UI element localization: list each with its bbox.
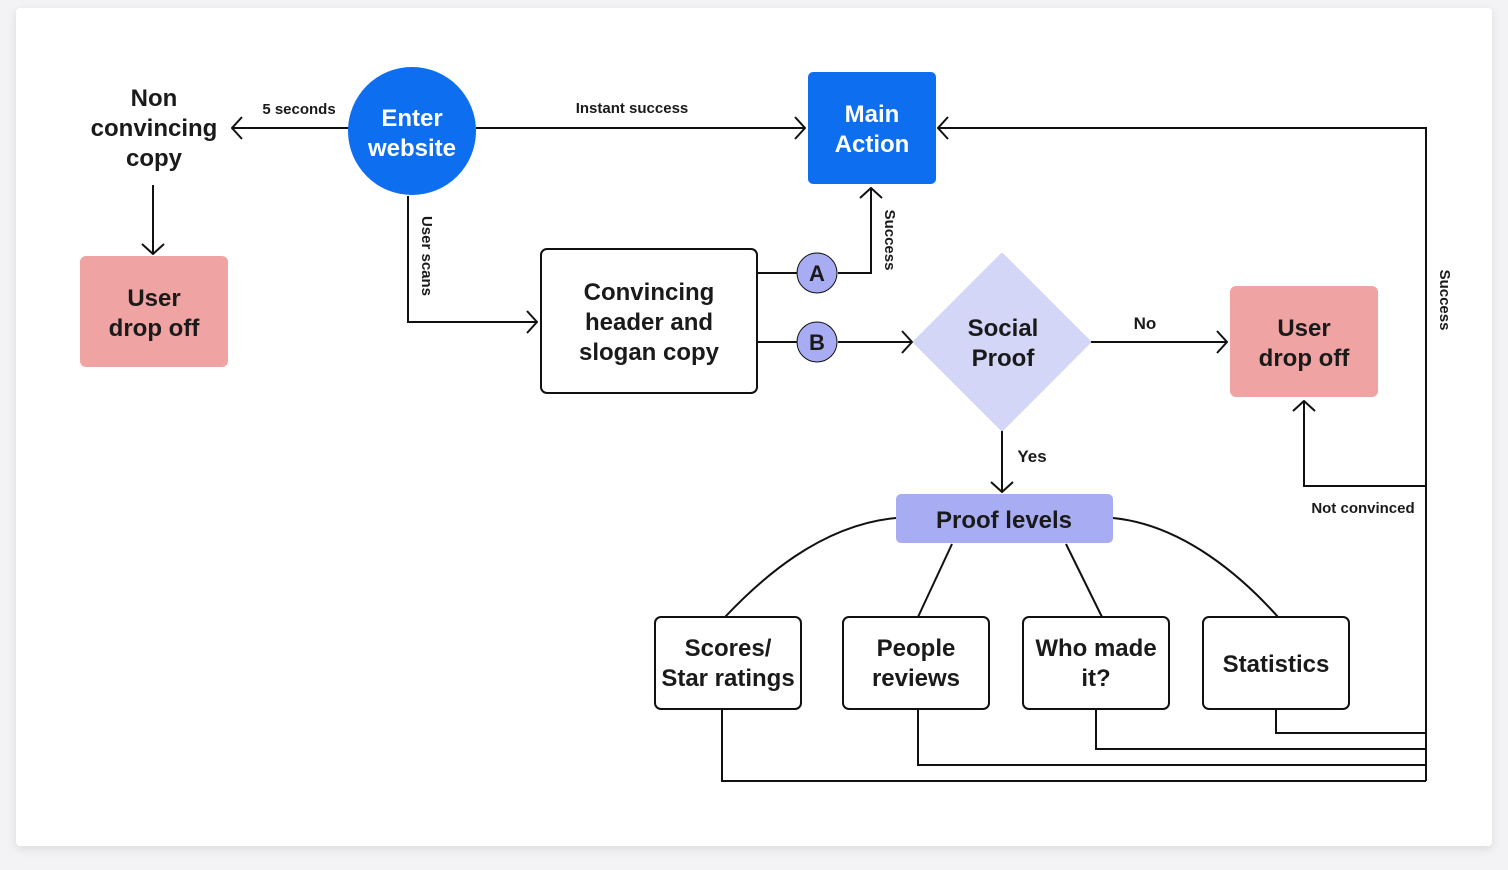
edge-proof-to-who bbox=[1065, 543, 1103, 618]
node-main-action-line-2: Action bbox=[835, 131, 910, 158]
node-main-action-line-1: Main bbox=[845, 101, 900, 128]
edge-who-return bbox=[1095, 709, 1426, 750]
node-user-drop-off-right-line-2: drop off bbox=[1259, 345, 1351, 372]
node-scores: Scores/ Star ratings bbox=[654, 616, 802, 710]
node-scores-box bbox=[654, 616, 802, 710]
marker-b-circle bbox=[796, 321, 838, 363]
node-social-proof-line-2: Proof bbox=[972, 345, 1036, 372]
node-convincing-header-box bbox=[540, 248, 758, 394]
edge-success-right bbox=[938, 128, 1427, 781]
node-non-convincing-line-2: convincing bbox=[91, 115, 218, 142]
label-yes: Yes bbox=[1017, 447, 1046, 466]
edge-proof-to-people bbox=[917, 543, 953, 618]
label-no: No bbox=[1134, 314, 1157, 333]
node-non-convincing-line-3: copy bbox=[126, 145, 183, 172]
node-scores-line-2: Star ratings bbox=[661, 665, 794, 692]
label-success-a: Success bbox=[881, 210, 898, 271]
node-user-drop-off-left: User drop off bbox=[80, 256, 228, 367]
node-proof-levels: Proof levels bbox=[896, 494, 1113, 543]
marker-a: A bbox=[796, 252, 838, 294]
node-user-drop-off-right-line-1: User bbox=[1277, 315, 1330, 342]
node-proof-levels-box bbox=[896, 494, 1113, 543]
edge-people-return bbox=[917, 709, 1426, 766]
label-instant-success: Instant success bbox=[576, 100, 689, 117]
edge-proof-to-scores bbox=[724, 517, 897, 618]
node-convincing-header-line-3: slogan copy bbox=[579, 339, 720, 366]
node-non-convincing-line-1: Non bbox=[131, 85, 178, 112]
node-who-made-it: Who made it? bbox=[1022, 616, 1170, 710]
node-enter-website: Enter website bbox=[348, 67, 476, 195]
node-user-drop-off-left-line-1: User bbox=[127, 285, 180, 312]
node-convincing-header-line-2: header and bbox=[585, 309, 713, 336]
node-non-convincing-copy: Non convincing copy bbox=[91, 85, 218, 172]
label-success-right: Success bbox=[1436, 270, 1453, 331]
label-user-scans: User scans bbox=[418, 216, 435, 296]
edge-success-a bbox=[838, 188, 871, 274]
node-statistics-box bbox=[1202, 616, 1350, 710]
node-statistics-label: Statistics bbox=[1223, 651, 1330, 678]
node-enter-website-line-1: Enter bbox=[381, 105, 442, 132]
node-who-made-it-box bbox=[1022, 616, 1170, 710]
node-user-drop-off-left-line-2: drop off bbox=[109, 315, 201, 342]
node-who-made-it-line-2: it? bbox=[1081, 665, 1110, 692]
node-who-made-it-line-1: Who made bbox=[1035, 635, 1156, 662]
node-social-proof: Social Proof bbox=[913, 253, 1091, 431]
node-main-action: Main Action bbox=[808, 72, 936, 184]
node-social-proof-diamond bbox=[913, 253, 1091, 431]
edge-user-scans bbox=[407, 196, 537, 322]
node-proof-levels-label: Proof levels bbox=[936, 507, 1072, 534]
node-main-action-box bbox=[808, 72, 936, 184]
label-5-seconds: 5 seconds bbox=[262, 101, 335, 118]
marker-b-label: B bbox=[809, 330, 825, 355]
node-people-reviews: People reviews bbox=[842, 616, 990, 710]
node-enter-website-circle bbox=[348, 67, 476, 195]
edge-not-convinced bbox=[1304, 401, 1426, 487]
marker-a-circle bbox=[796, 252, 838, 294]
node-user-drop-off-left-box bbox=[80, 256, 228, 367]
node-statistics: Statistics bbox=[1202, 616, 1350, 710]
edge-scores-return bbox=[721, 709, 1426, 782]
edge-proof-to-statistics bbox=[1112, 517, 1279, 618]
node-user-drop-off-right-box bbox=[1230, 286, 1378, 397]
node-scores-line-1: Scores/ bbox=[685, 635, 772, 662]
connectors bbox=[153, 128, 1427, 782]
node-people-reviews-line-2: reviews bbox=[872, 665, 960, 692]
marker-b: B bbox=[796, 321, 838, 363]
node-people-reviews-box bbox=[842, 616, 990, 710]
marker-a-label: A bbox=[809, 261, 825, 286]
node-social-proof-line-1: Social bbox=[968, 315, 1039, 342]
node-convincing-header-line-1: Convincing bbox=[584, 279, 715, 306]
node-enter-website-line-2: website bbox=[367, 135, 456, 162]
edge-statistics-return bbox=[1275, 709, 1426, 734]
node-people-reviews-line-1: People bbox=[877, 635, 956, 662]
label-not-convinced: Not convinced bbox=[1311, 500, 1414, 517]
node-convincing-header: Convincing header and slogan copy bbox=[540, 248, 758, 394]
node-user-drop-off-right: User drop off bbox=[1230, 286, 1378, 397]
